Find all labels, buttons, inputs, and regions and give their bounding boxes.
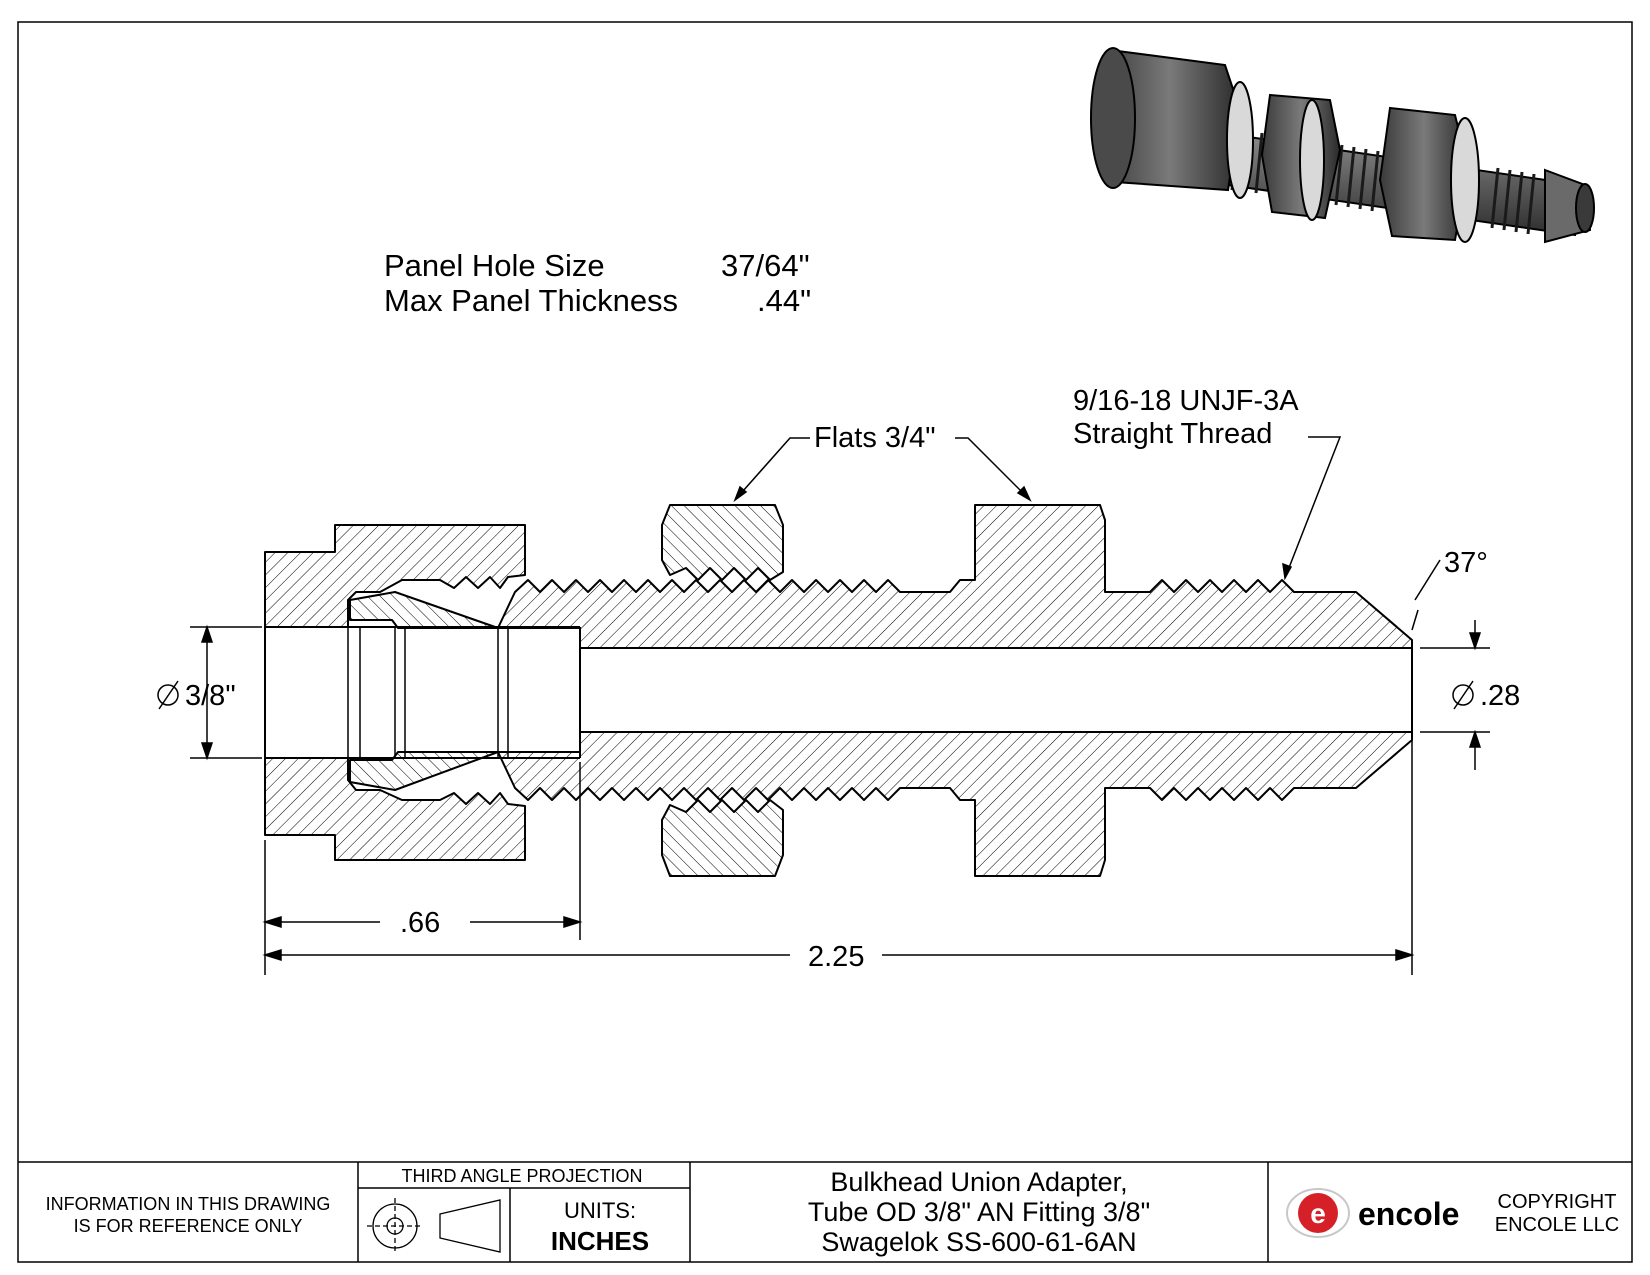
panel-hole-value: 37/64"	[721, 248, 810, 283]
ferrule-upper	[349, 591, 499, 629]
leader-lines	[733, 436, 1441, 631]
tube-nut-upper	[264, 524, 526, 628]
body-upper	[497, 504, 1413, 649]
panel-nut-lower	[661, 799, 784, 877]
panel-thickness-value: .44"	[757, 283, 811, 318]
diameter-symbol-right	[1452, 680, 1474, 710]
title-line2: Tube OD 3/8" AN Fitting 3/8"	[808, 1197, 1150, 1227]
units-label: UNITS:	[564, 1198, 636, 1223]
disclaimer-line2: IS FOR REFERENCE ONLY	[74, 1216, 303, 1236]
copyright-line2: ENCOLE LLC	[1495, 1214, 1620, 1236]
section-view	[264, 504, 1413, 877]
title-line1: Bulkhead Union Adapter,	[830, 1167, 1127, 1197]
dimension-lines	[190, 620, 1490, 975]
units-value: INCHES	[551, 1226, 649, 1256]
body-length-dim: .66	[400, 907, 440, 939]
fitting-3d-render	[1090, 47, 1595, 244]
bore-diameter-dim: .28	[1480, 680, 1520, 712]
tube-diameter-dim: 3/8"	[185, 680, 236, 712]
svg-text:e: e	[1310, 1198, 1326, 1229]
projection-label: THIRD ANGLE PROJECTION	[401, 1166, 642, 1186]
angle-callout: 37°	[1444, 547, 1488, 579]
thread-callout-line1: 9/16-18 UNJF-3A	[1073, 385, 1299, 417]
panel-thickness-label: Max Panel Thickness	[384, 283, 678, 318]
panel-nut-upper	[661, 504, 784, 581]
body-lower	[497, 731, 1413, 877]
title-block	[18, 1161, 1632, 1262]
title-line3: Swagelok SS-600-61-6AN	[821, 1227, 1136, 1257]
disclaimer-line1: INFORMATION IN THIS DRAWING	[46, 1194, 331, 1214]
brand-name: encole	[1358, 1196, 1459, 1232]
sheet-border	[17, 21, 1633, 1263]
thread-callout-line2: Straight Thread	[1073, 418, 1272, 450]
overall-length-dim: 2.25	[808, 941, 864, 973]
diameter-symbol-left	[157, 680, 179, 710]
copyright-line1: COPYRIGHT	[1498, 1191, 1617, 1213]
encole-logo-icon: e	[1286, 1188, 1350, 1238]
third-angle-projection-icon	[367, 1198, 501, 1254]
flats-callout: Flats 3/4"	[814, 422, 936, 454]
tube-nut-lower	[264, 757, 526, 861]
panel-hole-label: Panel Hole Size	[384, 248, 605, 283]
